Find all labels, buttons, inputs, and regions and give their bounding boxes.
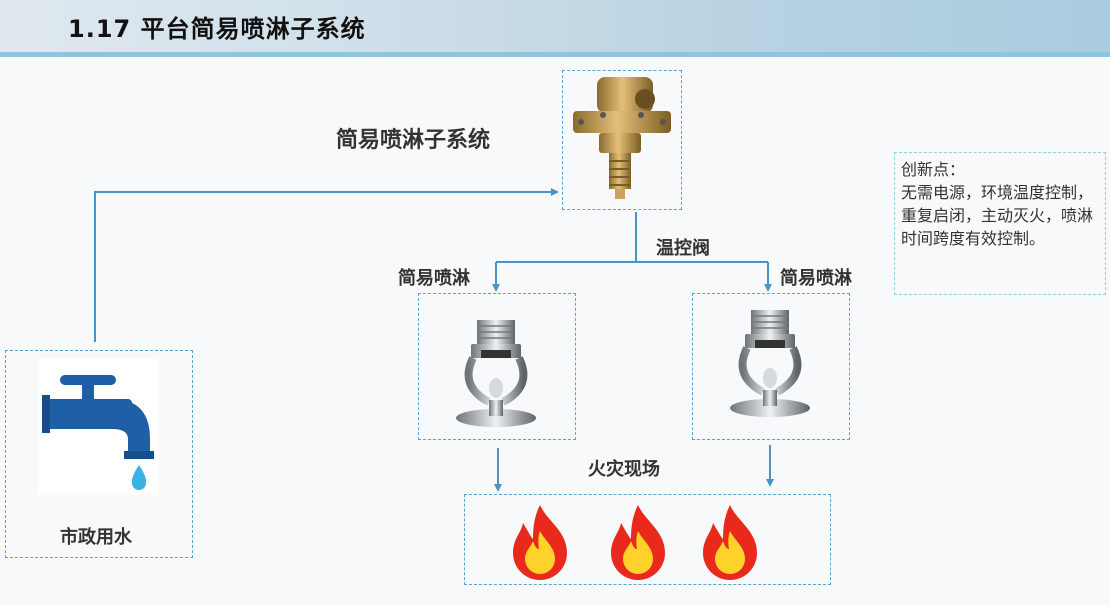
water-label: 市政用水 [60, 527, 132, 548]
valve-label: 温控阀 [656, 238, 710, 259]
note-heading: 创新点： [901, 160, 966, 179]
fire-label: 火灾现场 [588, 459, 660, 480]
water-supply-line [94, 188, 559, 342]
fire-scene-box [464, 494, 831, 585]
sprinkler-icon [456, 320, 536, 427]
sprinkler-left-box [418, 293, 576, 440]
valve-box [562, 70, 682, 210]
flame-icon [513, 505, 567, 580]
sprinkler-right-box [692, 293, 850, 440]
water-source-box: 市政用水 [5, 350, 193, 558]
sprinkler-icon [730, 310, 810, 417]
page-title: 1.17 平台简易喷淋子系统 [68, 15, 366, 43]
system-label: 简易喷淋子系统 [336, 128, 491, 153]
header-banner [0, 0, 1110, 57]
valve-icon [573, 77, 671, 199]
flame-icon [703, 505, 757, 580]
note-body: 无需电源，环境温度控制，重复启闭，主动灭火，喷淋时间跨度有效控制。 [901, 183, 1094, 248]
sprinkler-left-label: 简易喷淋 [398, 268, 470, 289]
faucet-icon [42, 375, 154, 490]
sprinkler-right-label: 简易喷淋 [780, 268, 852, 289]
flame-icon [611, 505, 665, 580]
innovation-note: 创新点： 无需电源，环境温度控制，重复启闭，主动灭火，喷淋时间跨度有效控制。 [894, 152, 1106, 295]
